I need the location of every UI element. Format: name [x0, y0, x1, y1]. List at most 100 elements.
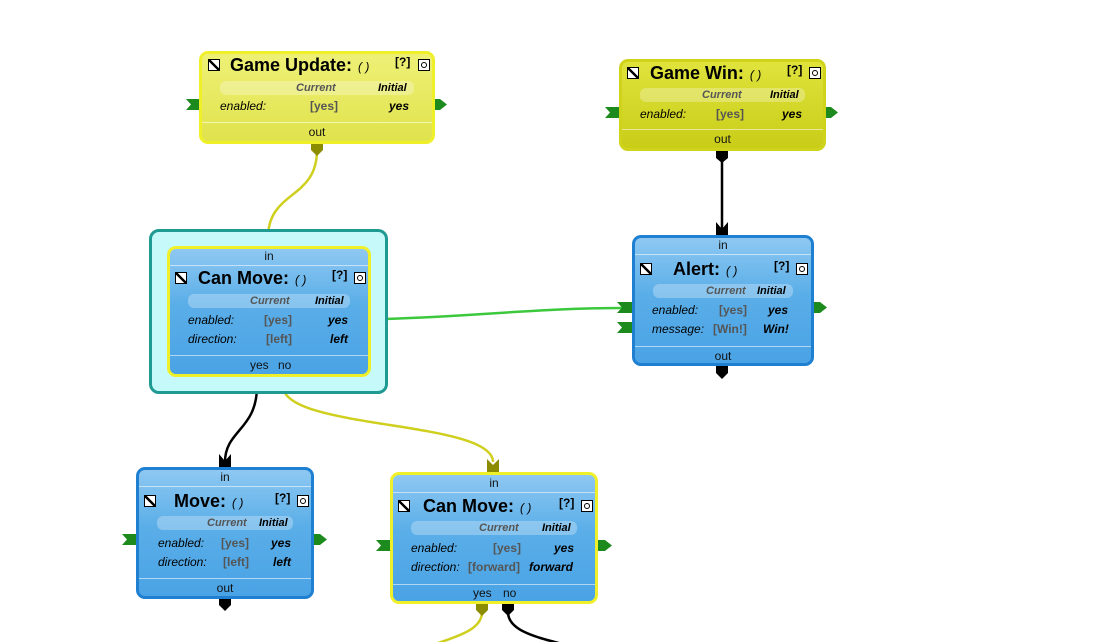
prop-name: enabled:: [220, 99, 267, 113]
prop-row[interactable]: enabled: [yes] yes: [202, 99, 432, 117]
prop-current[interactable]: [yes]: [310, 99, 339, 113]
options-icon[interactable]: [796, 263, 808, 275]
run-icon[interactable]: [175, 272, 187, 284]
header-initial: Initial: [315, 295, 344, 307]
port-gamewin-out[interactable]: [716, 151, 728, 163]
node-title: Can Move:( ): [198, 268, 307, 288]
header-initial: Initial: [542, 522, 571, 534]
options-icon[interactable]: [418, 59, 430, 71]
divider: [139, 578, 311, 579]
port-move-out[interactable]: [219, 598, 231, 611]
prop-row[interactable]: enabled: [yes] yes: [393, 541, 595, 559]
prop-row[interactable]: message: [Win!] Win!: [635, 322, 811, 340]
header-current: Current: [706, 285, 746, 297]
node-can-move-forward[interactable]: in Can Move:( ) [?] Current Initial enab…: [390, 472, 598, 604]
prop-row[interactable]: enabled: [yes] yes: [635, 303, 811, 321]
prop-initial[interactable]: yes: [768, 303, 789, 317]
port-alert-left-2[interactable]: [617, 322, 633, 333]
divider: [622, 129, 823, 130]
help-icon[interactable]: [?]: [395, 55, 411, 69]
prop-initial[interactable]: yes: [271, 536, 292, 550]
wire-gameupdate-to-canmove[interactable]: [266, 149, 319, 239]
prop-current[interactable]: [forward]: [468, 560, 520, 574]
port-gamewin-right[interactable]: [824, 107, 838, 118]
header-bar: [157, 516, 293, 530]
node-can-move-left[interactable]: in Can Move:( ) [?] Current Initial enab…: [167, 246, 371, 377]
prop-row[interactable]: enabled: [yes] yes: [139, 536, 311, 554]
output-no-label: no: [503, 586, 517, 600]
port-move-left[interactable]: [122, 534, 138, 545]
divider: [393, 492, 595, 493]
run-icon[interactable]: [398, 500, 410, 512]
header-bar: [220, 81, 414, 95]
prop-current[interactable]: [left]: [223, 555, 249, 569]
run-icon[interactable]: [627, 67, 639, 79]
prop-current[interactable]: [yes]: [716, 107, 745, 121]
header-bar: [640, 88, 805, 102]
prop-initial[interactable]: yes: [328, 313, 349, 327]
port-alert-in[interactable]: [716, 222, 728, 236]
help-icon[interactable]: [?]: [275, 491, 291, 505]
node-move[interactable]: in Move:( ) [?] Current Initial enabled:…: [136, 467, 314, 599]
node-alert[interactable]: in Alert:( ) [?] Current Initial enabled…: [632, 235, 814, 366]
port-move-right[interactable]: [313, 534, 327, 545]
run-icon[interactable]: [208, 59, 220, 71]
prop-initial[interactable]: yes: [782, 107, 803, 121]
prop-row[interactable]: enabled: [yes] yes: [170, 313, 368, 331]
prop-row[interactable]: direction: [left] left: [139, 555, 311, 573]
output-yes-label: yes: [473, 586, 492, 600]
port-move-in[interactable]: [219, 454, 231, 468]
port-canmove2-left[interactable]: [376, 540, 391, 551]
help-icon[interactable]: [?]: [774, 259, 790, 273]
prop-current[interactable]: [yes]: [493, 541, 522, 555]
port-alert-out[interactable]: [716, 366, 728, 379]
header-bar: [411, 521, 577, 535]
prop-initial[interactable]: yes: [554, 541, 575, 555]
prop-initial[interactable]: yes: [389, 99, 410, 113]
node-title: Game Win:( ): [650, 63, 762, 83]
wire-canmove-to-alert[interactable]: [384, 306, 625, 321]
port-canmove2-yes[interactable]: [476, 603, 488, 616]
output-label: out: [714, 132, 731, 146]
port-gameupdate-left[interactable]: [186, 99, 200, 110]
help-icon[interactable]: [?]: [787, 63, 803, 77]
options-icon[interactable]: [809, 67, 821, 79]
wire-canmove2-yes-out[interactable]: [430, 611, 484, 642]
prop-row[interactable]: enabled: [yes] yes: [622, 107, 823, 125]
options-icon[interactable]: [581, 500, 593, 512]
prop-row[interactable]: direction: [left] left: [170, 332, 368, 350]
prop-current[interactable]: [yes]: [719, 303, 748, 317]
run-icon[interactable]: [144, 495, 156, 507]
prop-initial[interactable]: Win!: [763, 322, 789, 336]
prop-current[interactable]: [left]: [266, 332, 292, 346]
prop-initial[interactable]: forward: [529, 560, 574, 574]
prop-name: direction:: [188, 332, 237, 346]
port-gameupdate-right[interactable]: [434, 99, 447, 110]
header-current: Current: [207, 517, 247, 529]
options-icon[interactable]: [354, 272, 366, 284]
run-icon[interactable]: [640, 263, 652, 275]
help-icon[interactable]: [?]: [559, 496, 575, 510]
port-gamewin-left[interactable]: [605, 107, 620, 118]
prop-current[interactable]: [yes]: [264, 313, 293, 327]
node-title: Move:( ): [174, 491, 244, 511]
port-canmove2-in[interactable]: [487, 459, 499, 473]
port-canmove2-no[interactable]: [502, 603, 514, 616]
port-gameupdate-out[interactable]: [311, 143, 323, 156]
prop-row[interactable]: direction: [forward] forward: [393, 560, 595, 578]
prop-current[interactable]: [Win!]: [713, 322, 747, 336]
wire-canmove-no-to-canmove2[interactable]: [281, 385, 495, 463]
wire-canmove-yes-to-move[interactable]: [223, 385, 259, 463]
options-icon[interactable]: [297, 495, 309, 507]
help-icon[interactable]: [?]: [332, 268, 348, 282]
output-label: out: [714, 349, 732, 363]
prop-initial[interactable]: left: [273, 555, 291, 569]
node-game-win[interactable]: Game Win:( ) [?] Current Initial enabled…: [619, 59, 826, 151]
port-alert-left-1[interactable]: [617, 302, 633, 313]
prop-initial[interactable]: left: [330, 332, 348, 346]
node-game-update[interactable]: Game Update:( ) [?] Current Initial enab…: [199, 51, 435, 144]
prop-current[interactable]: [yes]: [221, 536, 250, 550]
port-alert-right[interactable]: [813, 302, 827, 313]
port-canmove2-right[interactable]: [598, 540, 612, 551]
wire-canmove2-no-out[interactable]: [506, 611, 570, 642]
